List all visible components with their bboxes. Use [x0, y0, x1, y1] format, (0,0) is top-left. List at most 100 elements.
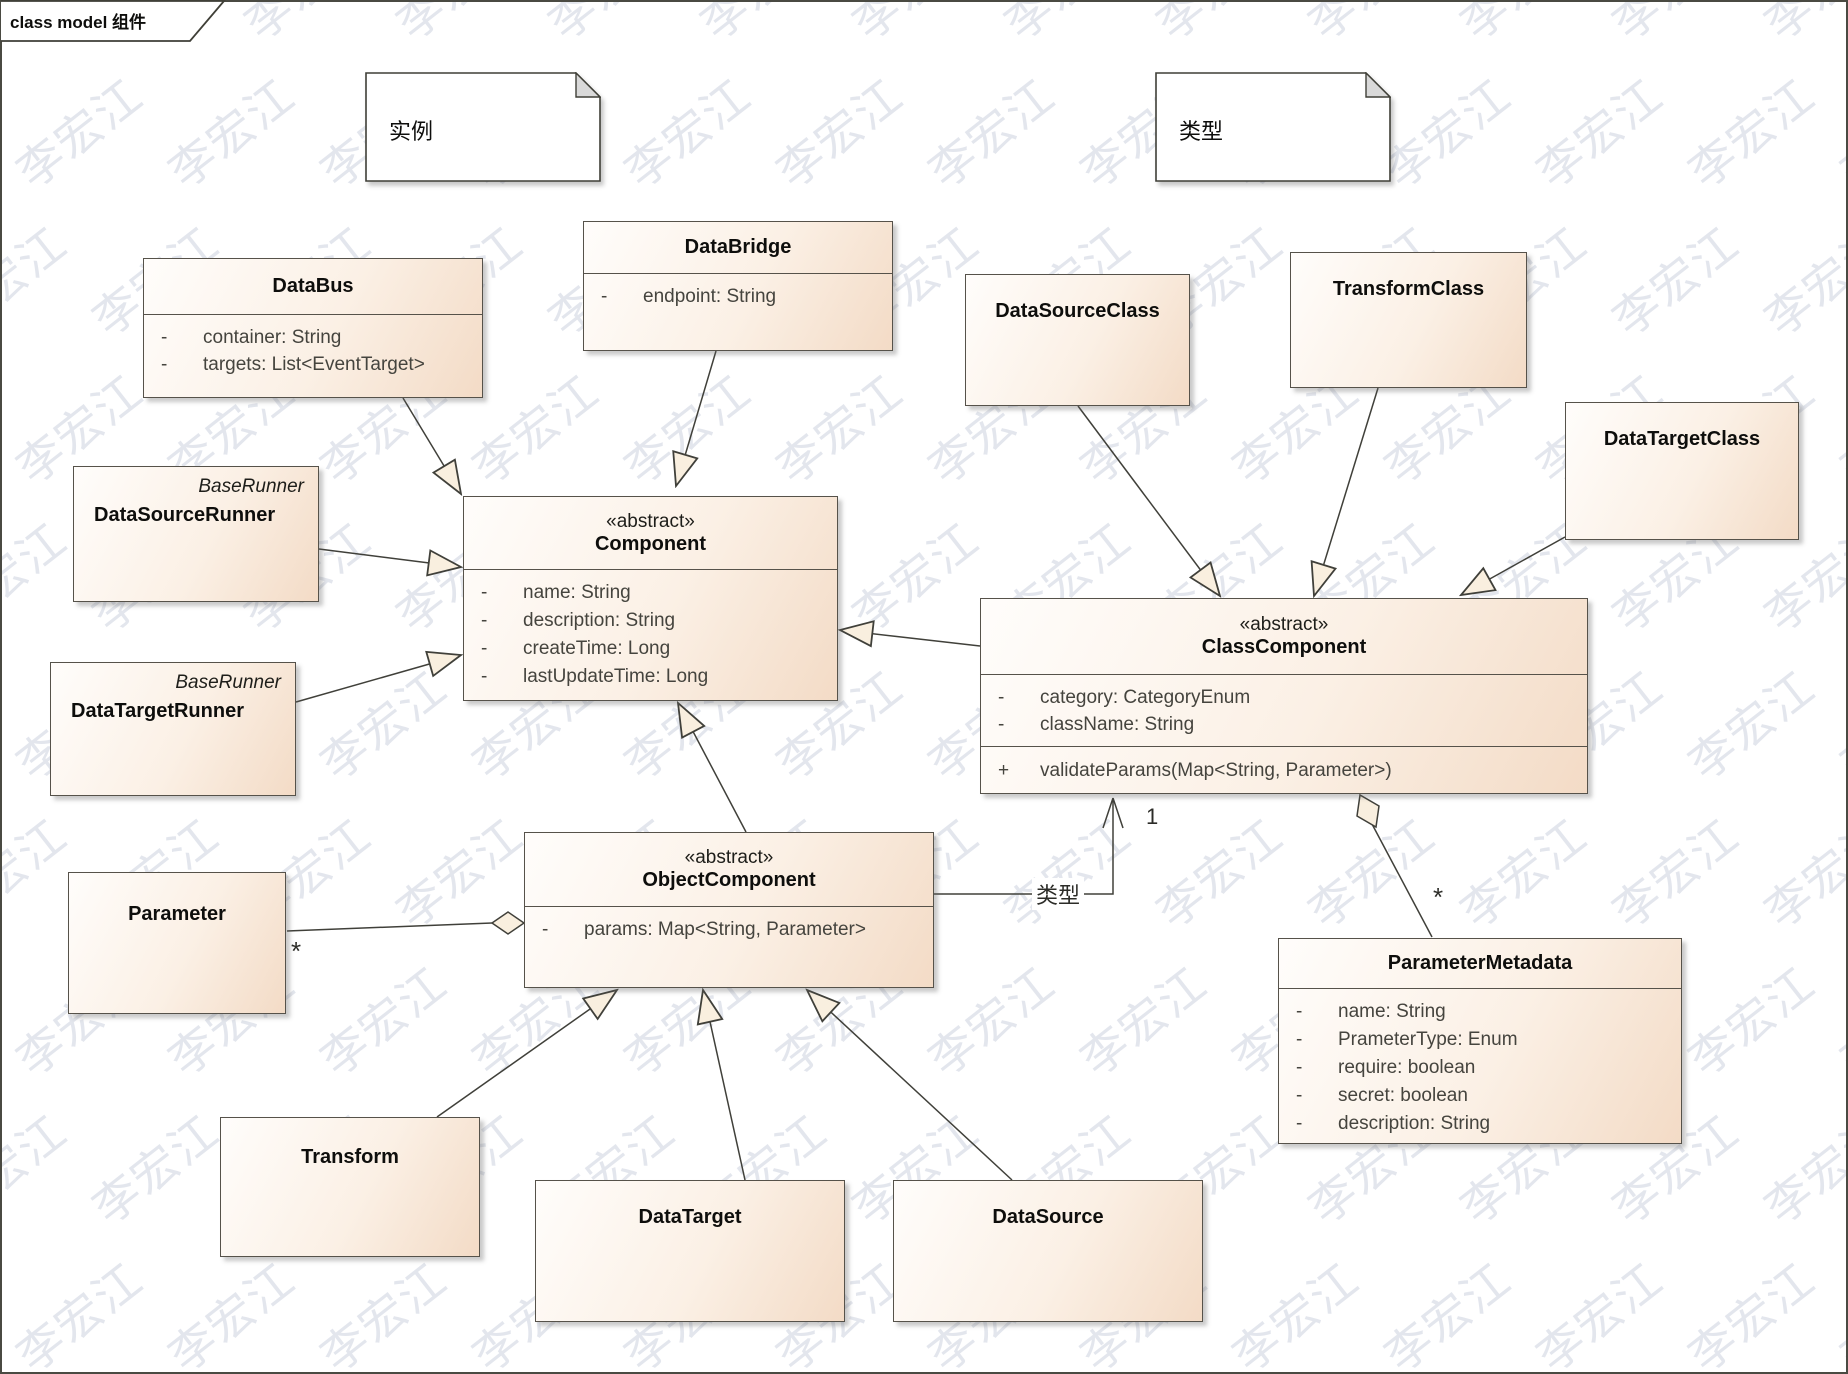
attribute-row: - createTime: Long — [464, 635, 837, 663]
generalization-datasourcerunner-component[interactable] — [318, 548, 461, 567]
class-datatargetrunner[interactable]: BaseRunner DataTargetRunner — [50, 662, 296, 796]
generalization-transformclass-classcomponent[interactable] — [1314, 387, 1379, 596]
attribute-row: - params: Map<String, Parameter> — [525, 916, 933, 943]
attribute-compartment: - params: Map<String, Parameter> — [525, 907, 933, 943]
multiplicity-star-parametermetadata: * — [1433, 882, 1444, 912]
aggregation-objectcomponent-parameter[interactable] — [286, 922, 493, 932]
class-datasource[interactable]: DataSource — [893, 1180, 1203, 1322]
attribute-row: - require: boolean — [1279, 1054, 1681, 1082]
visibility: - — [1296, 1085, 1303, 1106]
class-name: Transform — [301, 1146, 399, 1168]
generalization-datatargetclass-classcomponent[interactable] — [1461, 536, 1566, 595]
class-datatargetclass[interactable]: DataTargetClass — [1565, 402, 1799, 540]
multiplicity-one: 1 — [1146, 804, 1159, 829]
attribute-text: secret: boolean — [1338, 1085, 1468, 1106]
generalization-datasourceclass-classcomponent[interactable] — [1077, 405, 1220, 596]
generalization-classcomponent-component[interactable] — [840, 630, 981, 646]
generalization-objectcomponent-component[interactable] — [678, 703, 747, 833]
class-datasourcerunner[interactable]: BaseRunner DataSourceRunner — [73, 466, 319, 602]
class-name: DataBridge — [684, 236, 792, 258]
attribute-compartment: - name: String - PrameterType: Enum - re… — [1279, 989, 1681, 1138]
class-datasourceclass[interactable]: DataSourceClass — [965, 274, 1190, 406]
generalization-datatargetrunner-component[interactable] — [295, 655, 461, 703]
class-classcomponent[interactable]: «abstract» ClassComponent - category: Ca… — [980, 598, 1588, 794]
generalization-databridge-component[interactable] — [676, 350, 717, 486]
class-transform[interactable]: Transform — [220, 1117, 480, 1257]
class-component[interactable]: «abstract» Component - name: String - de… — [463, 496, 838, 701]
visibility: - — [161, 354, 168, 375]
class-objectcomponent[interactable]: «abstract» ObjectComponent - params: Map… — [524, 832, 934, 988]
generalization-transform-objectcomponent[interactable] — [436, 990, 617, 1118]
attribute-row: - name: String — [1279, 998, 1681, 1026]
class-datatarget[interactable]: DataTarget — [535, 1180, 845, 1322]
visibility: - — [481, 666, 488, 687]
attribute-text: PrameterType: Enum — [1338, 1029, 1518, 1050]
generalization-datatarget-objectcomponent[interactable] — [703, 990, 746, 1181]
attribute-row: - category: CategoryEnum — [981, 684, 1587, 711]
attribute-row: - secret: boolean — [1279, 1082, 1681, 1110]
note-text: 实例 — [389, 119, 434, 144]
open-arrowhead — [1102, 797, 1124, 829]
attribute-text: category: CategoryEnum — [1040, 687, 1251, 708]
class-transformclass[interactable]: TransformClass — [1290, 252, 1527, 388]
attribute-text: lastUpdateTime: Long — [523, 666, 709, 687]
visibility: - — [998, 714, 1005, 735]
note-type[interactable]: 类型 — [1155, 71, 1392, 182]
stereotype: «abstract» — [1239, 614, 1329, 635]
operation-text: validateParams(Map<String, Parameter>) — [1040, 760, 1392, 781]
visibility: - — [601, 286, 608, 307]
note-instance[interactable]: 实例 — [365, 71, 602, 182]
association-objectcomponent-classcomponent[interactable] — [934, 798, 1114, 895]
class-name: DataSourceRunner — [94, 504, 276, 526]
attribute-compartment: - category: CategoryEnum - className: St… — [981, 675, 1587, 747]
attribute-row: - container: String — [144, 324, 482, 351]
visibility: - — [1296, 1001, 1303, 1022]
note-shape — [1155, 71, 1392, 182]
class-header: DataBus — [144, 259, 482, 315]
visibility: - — [998, 687, 1005, 708]
class-header: «abstract» ClassComponent — [981, 599, 1587, 675]
visibility: + — [998, 760, 1010, 781]
attribute-row: - name: String — [464, 579, 837, 607]
attribute-text: description: String — [523, 610, 676, 631]
class-name: DataTargetRunner — [71, 700, 244, 722]
attribute-row: - targets: List<EventTarget> — [144, 351, 482, 378]
base-class-tag: BaseRunner — [198, 476, 304, 497]
class-databus[interactable]: DataBus - container: String - targets: L… — [143, 258, 483, 398]
class-header: «abstract» Component — [464, 497, 837, 570]
attribute-compartment: - name: String - description: String - c… — [464, 570, 837, 691]
visibility: - — [542, 919, 549, 940]
visibility: - — [481, 610, 488, 631]
attribute-text: container: String — [203, 327, 342, 348]
class-name: ParameterMetadata — [1387, 952, 1573, 974]
attribute-compartment: - endpoint: String — [584, 274, 892, 310]
aggregation-diamond — [1356, 793, 1380, 829]
attribute-row: - PrameterType: Enum — [1279, 1026, 1681, 1054]
aggregation-diamond — [490, 911, 526, 935]
base-class-tag: BaseRunner — [175, 672, 281, 693]
class-name: DataSourceClass — [995, 300, 1160, 322]
note-text: 类型 — [1179, 119, 1224, 144]
visibility: - — [1296, 1057, 1303, 1078]
generalization-datasource-objectcomponent[interactable] — [807, 990, 1013, 1181]
aggregation-classcomponent-parametermetadata[interactable] — [1371, 823, 1433, 938]
attribute-row: - className: String — [981, 711, 1587, 738]
class-name: ObjectComponent — [642, 869, 816, 891]
class-name: Component — [594, 532, 707, 555]
class-name: DataSource — [992, 1206, 1104, 1228]
stereotype: «abstract» — [606, 510, 695, 532]
class-header: ParameterMetadata — [1279, 939, 1681, 989]
generalization-databus-component[interactable] — [402, 397, 461, 494]
class-header: DataBridge — [584, 222, 892, 274]
class-parametermetadata[interactable]: ParameterMetadata - name: String - Prame… — [1278, 938, 1682, 1144]
class-name: ClassComponent — [1201, 636, 1367, 658]
diagram-title-tab: class model 组件 — [0, 0, 232, 44]
attribute-row: - description: String — [464, 607, 837, 635]
class-parameter[interactable]: Parameter — [68, 872, 286, 1014]
class-header: «abstract» ObjectComponent — [525, 833, 933, 907]
class-name: Parameter — [128, 903, 226, 925]
attribute-text: className: String — [1040, 714, 1195, 735]
attribute-text: endpoint: String — [643, 286, 777, 307]
class-databridge[interactable]: DataBridge - endpoint: String — [583, 221, 893, 351]
